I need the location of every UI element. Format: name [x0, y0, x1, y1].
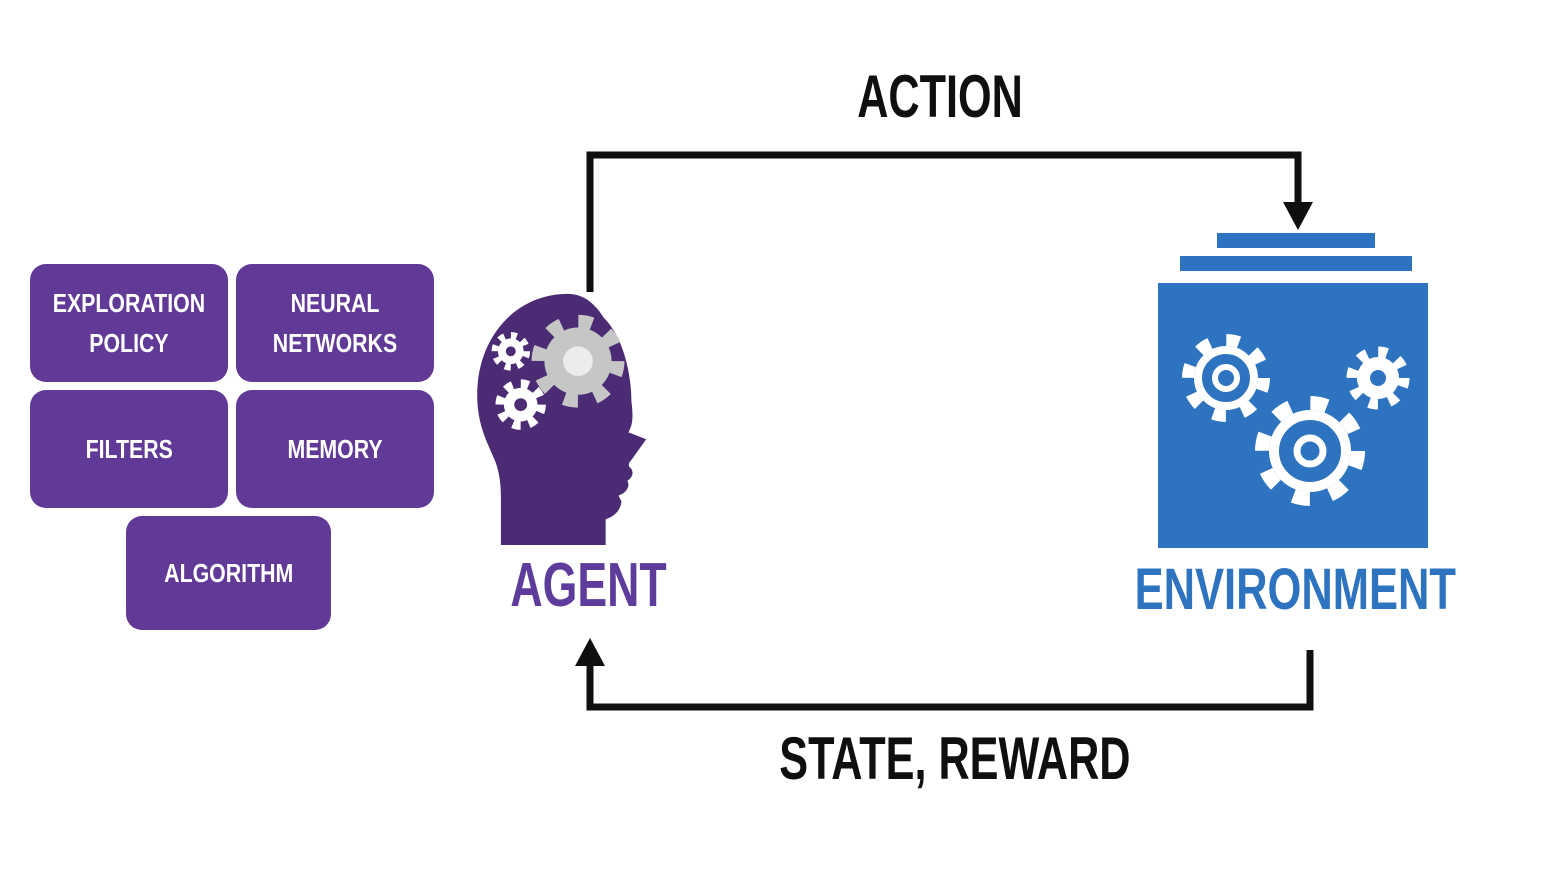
- concept-box-filters: FILTERS: [30, 390, 228, 508]
- state-reward-flow-label: STATE, REWARD: [765, 724, 1145, 793]
- gear-icon: [1182, 334, 1270, 422]
- gear-icon: [1346, 346, 1410, 410]
- concept-box-neural-networks: NEURAL NETWORKS: [236, 264, 434, 382]
- environment-label-text: ENVIRONMENT: [1134, 557, 1456, 622]
- concept-label: MEMORY: [287, 433, 383, 464]
- concept-box-memory: MEMORY: [236, 390, 434, 508]
- concept-label: NEURAL NETWORKS: [272, 287, 398, 358]
- state-reward-arrowhead: [575, 638, 605, 666]
- environment-label: ENVIRONMENT: [1120, 556, 1470, 623]
- concept-label: FILTERS: [85, 433, 173, 464]
- state-reward-label-text: STATE, REWARD: [779, 725, 1131, 792]
- agent-label: AGENT: [468, 550, 708, 621]
- agent-label-text: AGENT: [509, 551, 667, 620]
- environment-icon: [1158, 233, 1428, 548]
- gear-icon: [1255, 396, 1365, 506]
- concept-box-exploration-policy: EXPLORATION POLICY: [30, 264, 228, 382]
- gear-icon: [495, 379, 546, 430]
- concept-box-algorithm: ALGORITHM: [126, 516, 331, 630]
- action-label-text: ACTION: [857, 63, 1023, 130]
- action-arrowhead: [1283, 202, 1313, 230]
- agent-head-icon: [468, 288, 688, 550]
- environment-lid-bottom: [1180, 256, 1412, 271]
- concept-label: EXPLORATION POLICY: [52, 287, 206, 358]
- agent-head-svg: [477, 293, 647, 545]
- state-reward-arrow: [586, 650, 1314, 711]
- action-flow-label: ACTION: [790, 62, 1090, 131]
- environment-box: [1158, 283, 1428, 548]
- environment-lid-top: [1217, 233, 1375, 248]
- environment-gears-svg: [1182, 334, 1410, 506]
- concept-label: ALGORITHM: [163, 557, 294, 588]
